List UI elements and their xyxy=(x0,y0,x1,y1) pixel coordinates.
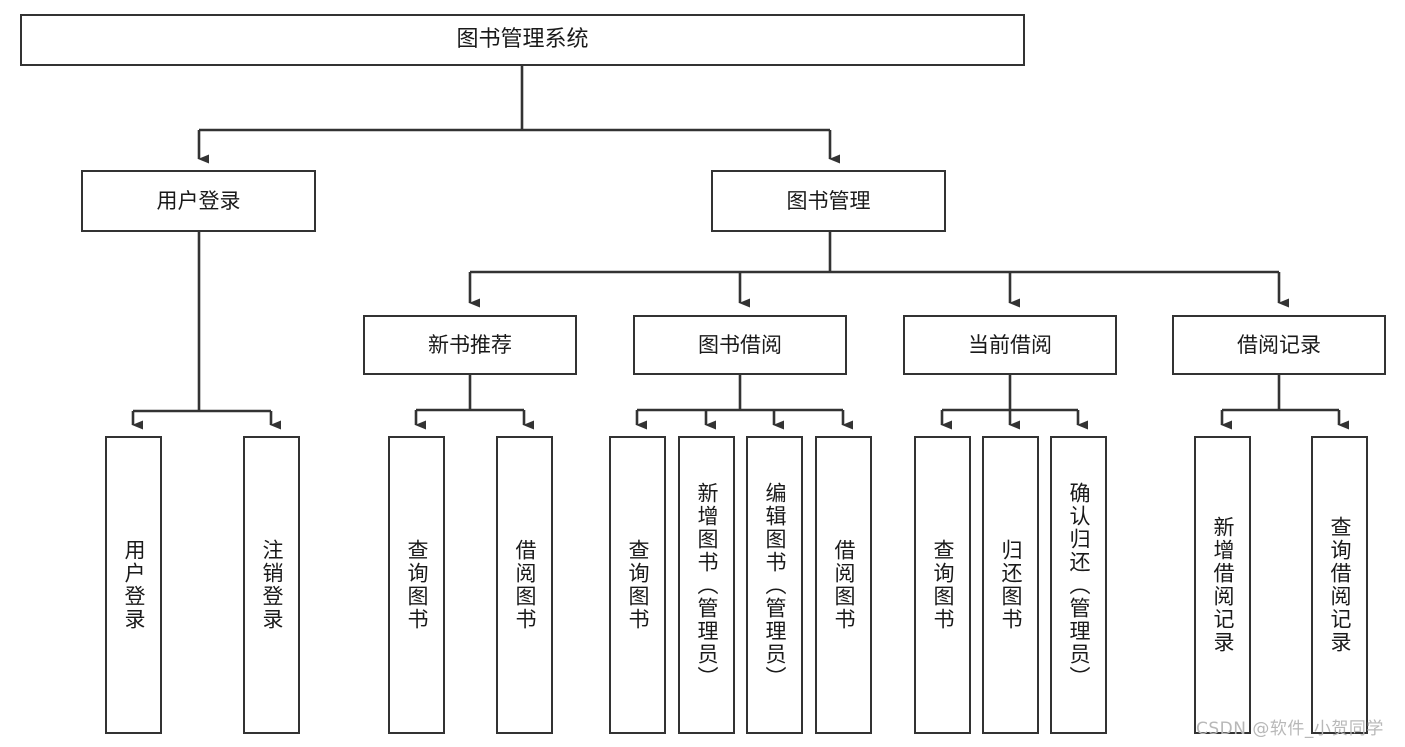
node-label: 用户登录 xyxy=(156,188,241,213)
leaf-query-books-current[interactable]: 查询图书 xyxy=(914,436,971,734)
node-root-book-management-system[interactable]: 图书管理系统 xyxy=(20,14,1025,66)
leaf-borrow-books-recommendation[interactable]: 借阅图书 xyxy=(496,436,553,734)
node-label: 注销登录 xyxy=(260,539,284,631)
node-label: 借阅图书 xyxy=(832,539,856,631)
node-label: 用户登录 xyxy=(122,539,146,631)
leaf-return-books[interactable]: 归还图书 xyxy=(982,436,1039,734)
node-label: 图书管理 xyxy=(786,188,871,213)
leaf-confirm-return-admin[interactable]: 确认归还（管理员） xyxy=(1050,436,1107,734)
node-label: 查询借阅记录 xyxy=(1328,516,1352,654)
node-label: 编辑图书（管理员） xyxy=(763,481,787,689)
leaf-add-book-admin[interactable]: 新增图书（管理员） xyxy=(678,436,735,734)
node-label: 查询图书 xyxy=(626,539,650,631)
node-label: 查询图书 xyxy=(405,539,429,631)
node-label: 新增借阅记录 xyxy=(1211,516,1235,654)
leaf-user-login[interactable]: 用户登录 xyxy=(105,436,162,734)
node-book-management[interactable]: 图书管理 xyxy=(711,170,946,232)
node-book-borrowing[interactable]: 图书借阅 xyxy=(633,315,847,375)
node-label: 确认归还（管理员） xyxy=(1067,481,1091,689)
node-label: 借阅记录 xyxy=(1237,332,1321,357)
leaf-logout[interactable]: 注销登录 xyxy=(243,436,300,734)
node-label: 图书借阅 xyxy=(698,332,782,357)
leaf-query-books-recommendation[interactable]: 查询图书 xyxy=(388,436,445,734)
node-current-borrowings[interactable]: 当前借阅 xyxy=(903,315,1117,375)
leaf-query-books-borrowing[interactable]: 查询图书 xyxy=(609,436,666,734)
watermark: CSDN @软件_小贺同学 xyxy=(1196,719,1384,739)
node-label: 新书推荐 xyxy=(428,332,512,357)
node-label: 图书管理系统 xyxy=(456,27,589,53)
leaf-query-borrow-record[interactable]: 查询借阅记录 xyxy=(1311,436,1368,734)
node-label: 查询图书 xyxy=(931,539,955,631)
leaf-edit-book-admin[interactable]: 编辑图书（管理员） xyxy=(746,436,803,734)
leaf-add-borrow-record[interactable]: 新增借阅记录 xyxy=(1194,436,1251,734)
node-label: 归还图书 xyxy=(999,539,1023,631)
node-label: 新增图书（管理员） xyxy=(695,481,719,689)
node-label: 当前借阅 xyxy=(968,332,1052,357)
node-user-login[interactable]: 用户登录 xyxy=(81,170,316,232)
node-new-book-recommendation[interactable]: 新书推荐 xyxy=(363,315,577,375)
node-label: 借阅图书 xyxy=(513,539,537,631)
node-borrow-records[interactable]: 借阅记录 xyxy=(1172,315,1386,375)
leaf-borrow-books-borrowing[interactable]: 借阅图书 xyxy=(815,436,872,734)
